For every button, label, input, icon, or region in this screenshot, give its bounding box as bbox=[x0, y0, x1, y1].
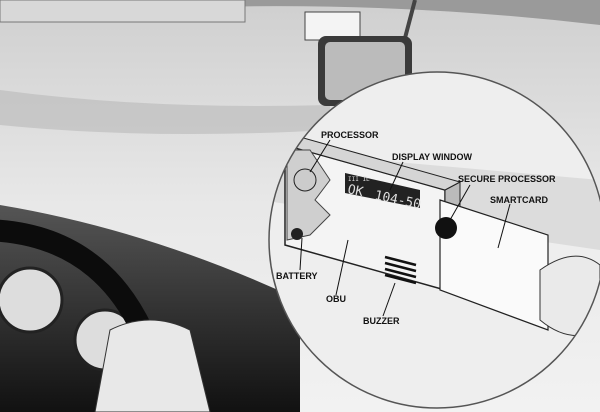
label-battery: BATTERY bbox=[276, 271, 318, 281]
finger bbox=[539, 255, 600, 337]
display-status: OK bbox=[346, 182, 365, 200]
secure-processor-chip bbox=[435, 217, 457, 239]
label-obu: OBU bbox=[326, 294, 346, 304]
buzzer-grille bbox=[384, 255, 417, 285]
sun-visor bbox=[0, 0, 246, 23]
label-smartcard: SMARTCARD bbox=[490, 195, 548, 205]
battery-cell bbox=[291, 228, 303, 240]
label-processor: PROCESSOR bbox=[321, 130, 379, 140]
label-buzzer: BUZZER bbox=[363, 316, 400, 326]
smartcard bbox=[439, 199, 549, 331]
tag-card bbox=[304, 11, 361, 41]
display-window bbox=[345, 173, 420, 208]
horizon-trees bbox=[0, 90, 330, 134]
leader-lines bbox=[299, 139, 511, 317]
hand bbox=[94, 319, 211, 412]
label-secure-processor: SECURE PROCESSOR bbox=[458, 174, 556, 184]
mirror-stem bbox=[403, 0, 417, 39]
label-display-window: DISPLAY WINDOW bbox=[392, 152, 473, 162]
inset-border bbox=[268, 71, 600, 409]
magnified-inset: III IL OK 104-50 bbox=[269, 72, 600, 408]
processor-chip bbox=[293, 168, 317, 192]
gauge-left bbox=[0, 266, 64, 334]
display-top-line: III IL bbox=[348, 176, 370, 183]
